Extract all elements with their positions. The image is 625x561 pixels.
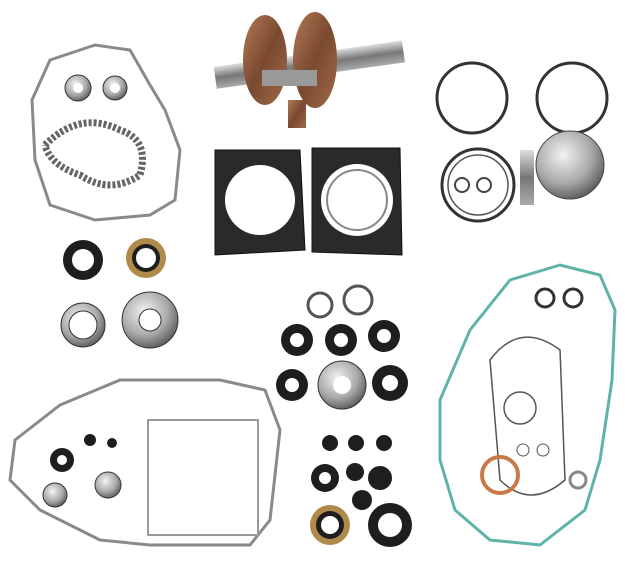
seals-left: [60, 238, 179, 349]
wrist-pin: [520, 150, 534, 205]
crankcase-gasket: [8, 378, 282, 547]
copper-washer: [480, 455, 520, 495]
piston-ring: [435, 61, 509, 135]
piston-ring: [440, 147, 516, 223]
seals-bottom: [310, 435, 412, 547]
piston: [535, 130, 605, 200]
wrist-pin-clip: [454, 177, 470, 193]
piston-ring: [535, 61, 609, 135]
wrist-pin-clip: [476, 177, 492, 193]
crankshaft: [213, 12, 405, 128]
timing-chain: [41, 119, 146, 189]
seals-center: [276, 284, 408, 410]
piston-kit: [435, 61, 609, 223]
cam-cover-gasket: [30, 43, 182, 222]
head-gaskets: [214, 147, 403, 256]
clutch-cover-gasket: [438, 263, 617, 547]
